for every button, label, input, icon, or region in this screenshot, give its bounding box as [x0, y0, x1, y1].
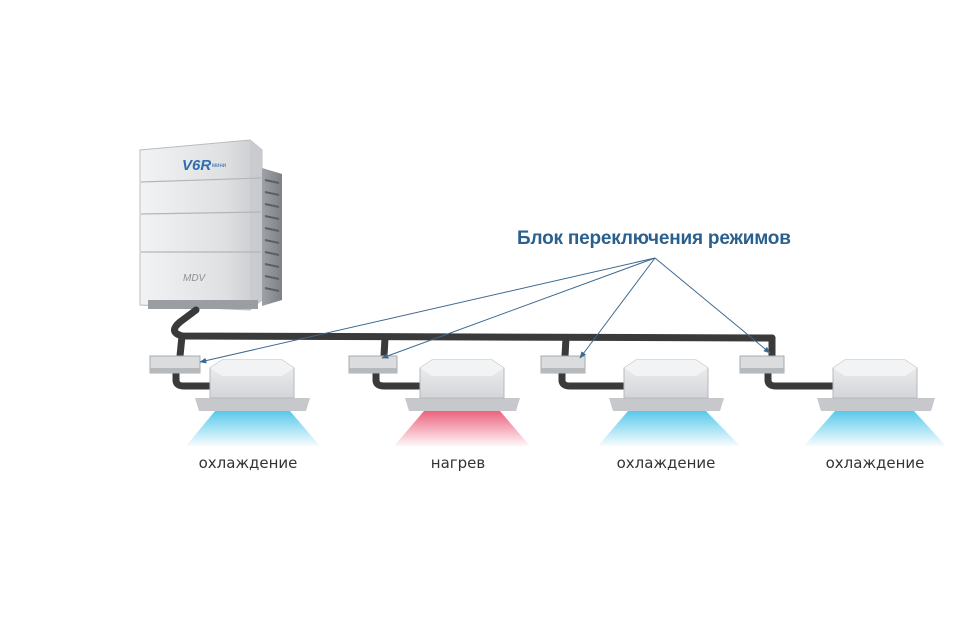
- indoor-unit-4-mode-label: охлаждение: [825, 454, 925, 472]
- indoor-unit-3: [609, 359, 724, 411]
- cassette-panel: [405, 398, 520, 411]
- cassette-panel: [609, 398, 724, 411]
- main-pipe: [171, 306, 776, 342]
- indoor-unit-2: [405, 359, 520, 411]
- outdoor-panel-seams: [140, 177, 262, 253]
- maker-mark: MDV: [183, 273, 207, 284]
- mode-switch-box-1: [149, 355, 201, 374]
- branch-pipe-1: [176, 332, 186, 360]
- cassette-panel: [195, 398, 310, 411]
- mode-switch-boxes: [149, 355, 785, 374]
- outdoor-unit-edge: [250, 140, 262, 310]
- branch-pipe-2: [380, 334, 389, 360]
- cassette-top: [624, 360, 708, 376]
- heating-airflow-2: [394, 411, 530, 446]
- unit-pipe-4: [764, 368, 842, 390]
- callout-arrow-2: [381, 257, 656, 359]
- branch-pipe-3: [561, 334, 570, 360]
- brand-badge: V6R: [182, 157, 211, 174]
- indoor-unit-3-mode-label: охлаждение: [616, 454, 716, 472]
- cooling-airflow-1: [186, 411, 320, 446]
- outdoor-unit: V6R мини MDV: [139, 139, 282, 311]
- mode-switch-box-3: [540, 355, 586, 374]
- callout-arrow-1: [199, 257, 656, 364]
- cooling-airflow-3: [598, 411, 740, 446]
- side-grille-slats: [264, 179, 280, 292]
- unit-pipe-3: [558, 368, 636, 390]
- indoor-unit-4: [817, 359, 935, 411]
- cassette-top: [833, 360, 917, 376]
- cooling-airflow-4: [804, 411, 946, 446]
- refrigerant-piping: [171, 306, 842, 390]
- callout-arrow-3: [579, 257, 656, 359]
- indoor-unit-2-mode-label: нагрев: [430, 454, 486, 472]
- outdoor-unit-side-grille: [262, 168, 282, 306]
- air-flows: [186, 411, 946, 446]
- brand-badge-suffix: мини: [212, 163, 226, 169]
- mode-switch-box-2: [348, 355, 398, 374]
- mode-switch-callout-label: Блок переключения режимов: [517, 228, 791, 249]
- callout-arrows: [199, 257, 771, 364]
- callout-arrow-4: [654, 257, 771, 354]
- unit-pipe-1: [172, 368, 216, 390]
- cassette-top: [420, 360, 504, 376]
- cassette-top: [210, 360, 294, 376]
- mode-switch-box-4: [739, 355, 785, 374]
- indoor-unit-1: [195, 359, 310, 411]
- cassette-panel: [817, 398, 935, 411]
- unit-pipe-2: [372, 368, 434, 390]
- outdoor-unit-base: [148, 300, 258, 309]
- indoor-unit-1-mode-label: охлаждение: [198, 454, 298, 472]
